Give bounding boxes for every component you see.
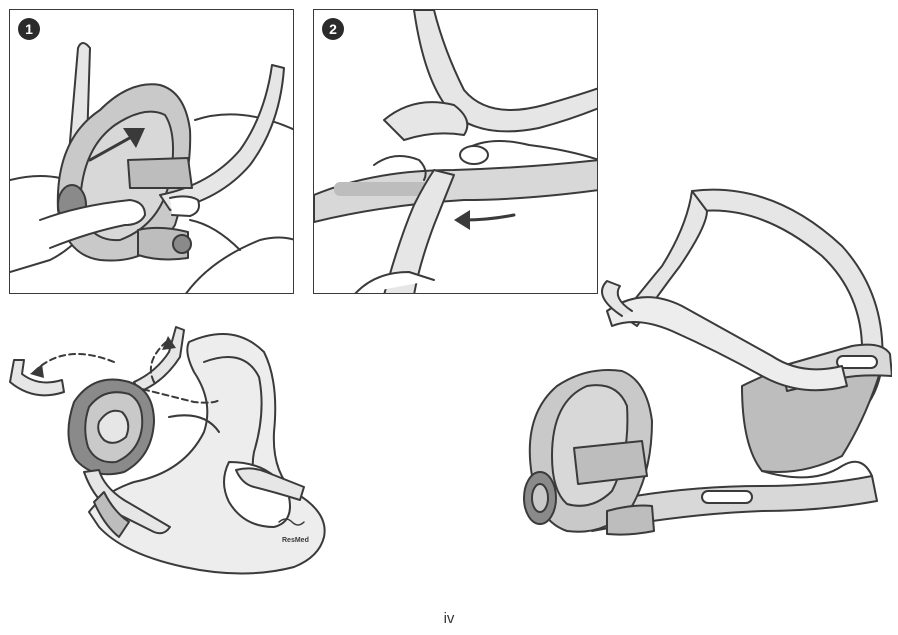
arrow-icon	[454, 210, 470, 230]
page-number: iv	[0, 610, 898, 627]
frame-cushion-diagram: ResMed	[4, 322, 334, 582]
step-number-badge: 1	[18, 18, 40, 40]
step-number-badge: 2	[322, 18, 344, 40]
assembled-mask-diagram	[512, 186, 892, 566]
brand-logo-text: ResMed	[282, 537, 309, 544]
attach-mask-illustration	[10, 10, 294, 294]
step-1-panel: 1	[9, 9, 294, 294]
arrow-icon	[30, 364, 44, 378]
